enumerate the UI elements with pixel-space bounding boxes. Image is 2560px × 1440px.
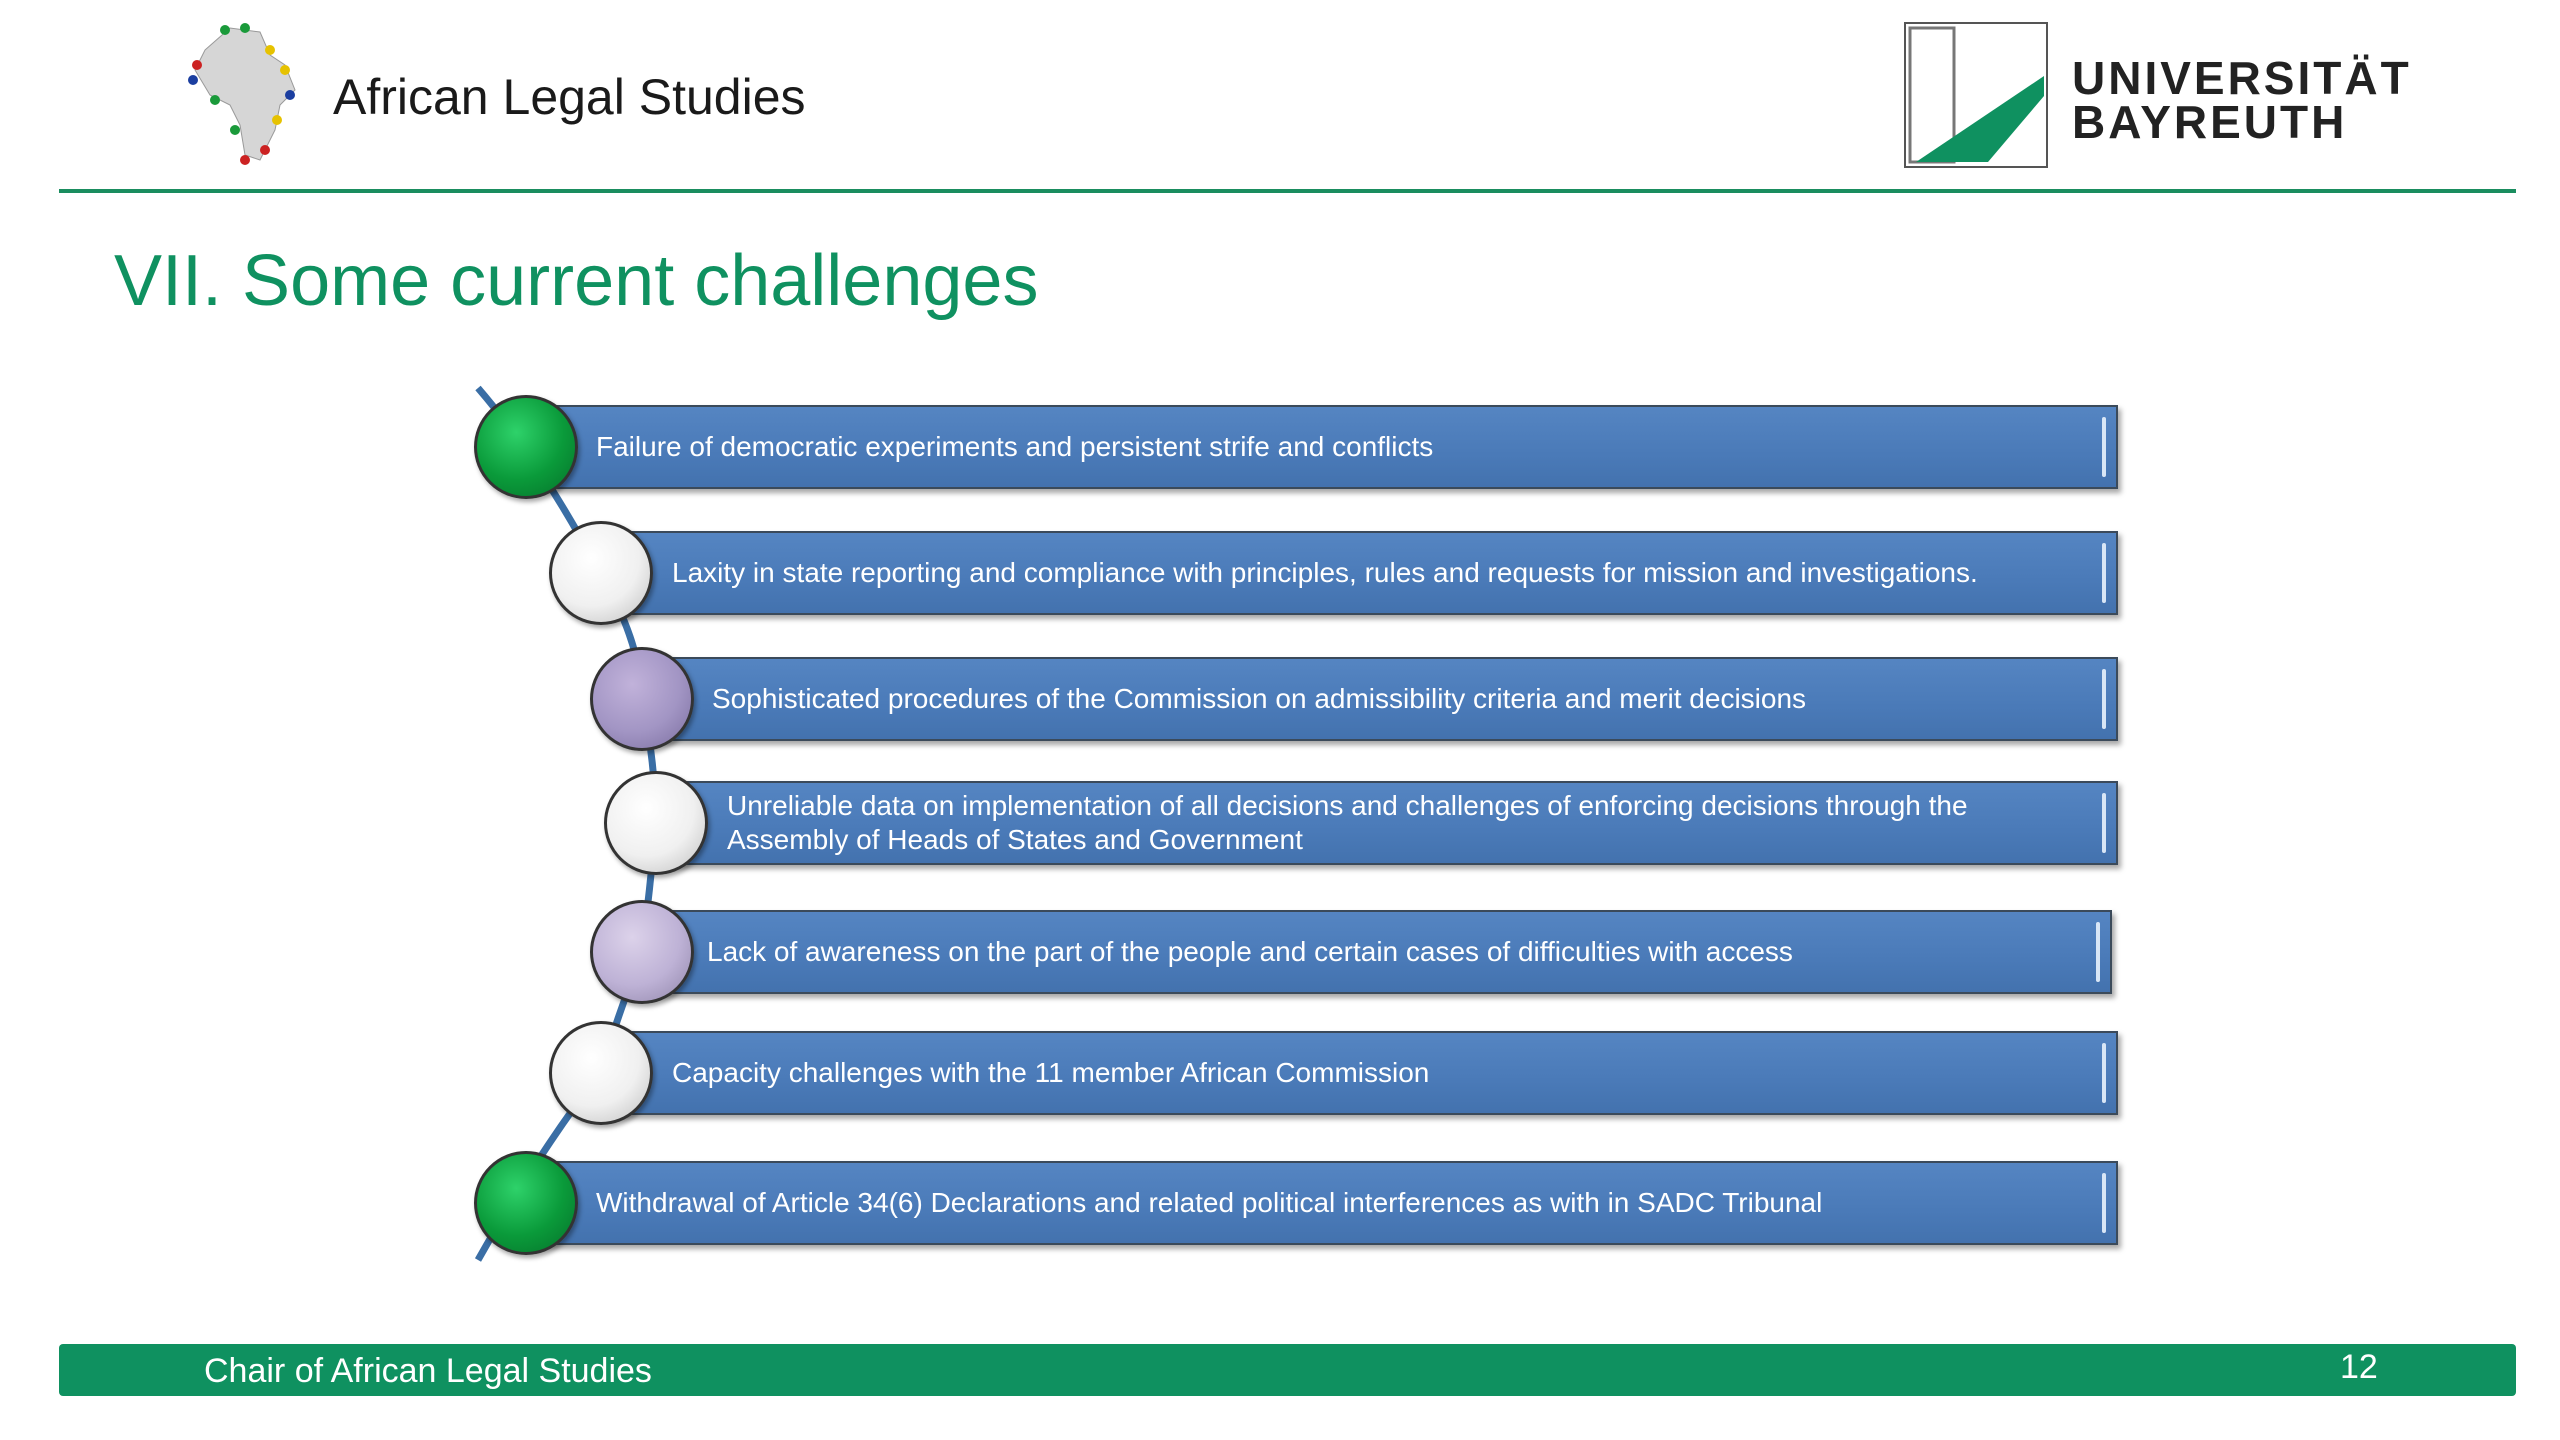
purple-marker-icon	[590, 647, 694, 751]
white-marker-icon	[604, 771, 708, 875]
footer-text: Chair of African Legal Studies	[204, 1352, 652, 1390]
challenge-bar: Unreliable data on implementation of all…	[656, 781, 2118, 865]
header-brand-title: African Legal Studies	[333, 69, 806, 125]
university-logo-mark	[1904, 22, 2048, 168]
challenge-bar: Capacity challenges with the 11 member A…	[601, 1031, 2118, 1115]
green-marker-icon	[474, 1151, 578, 1255]
challenge-text: Failure of democratic experiments and pe…	[596, 431, 1434, 462]
challenge-bar: Laxity in state reporting and compliance…	[601, 531, 2118, 615]
challenge-text: Laxity in state reporting and compliance…	[672, 557, 1978, 588]
challenge-bar: Withdrawal of Article 34(6) Declarations…	[526, 1161, 2118, 1245]
challenge-text: Lack of awareness on the part of the peo…	[707, 936, 1793, 967]
challenge-text: Capacity challenges with the 11 member A…	[672, 1057, 1430, 1088]
footer-bar	[59, 1344, 2516, 1396]
challenge-text: Sophisticated procedures of the Commissi…	[712, 683, 1807, 714]
green-marker-icon	[474, 395, 578, 499]
challenge-text: Withdrawal of Article 34(6) Declarations…	[596, 1187, 1823, 1218]
lilac-marker-icon	[590, 900, 694, 1004]
challenge-text: Unreliable data on implementation of all…	[727, 790, 1968, 855]
page-number: 12	[2340, 1348, 2378, 1386]
challenge-bar: Lack of awareness on the part of the peo…	[642, 910, 2112, 994]
white-marker-icon	[549, 1021, 653, 1125]
white-marker-icon	[549, 521, 653, 625]
slide-title: VII. Some current challenges	[114, 241, 1039, 321]
challenge-bar: Failure of democratic experiments and pe…	[526, 405, 2118, 489]
african-legal-studies-logo	[188, 23, 296, 165]
challenge-bar: Sophisticated procedures of the Commissi…	[642, 657, 2118, 741]
university-logo-line-1: UNIVERSITÄT	[2072, 52, 2412, 104]
university-logo-text: UNIVERSITÄT BAYREUTH	[2072, 52, 2412, 148]
header-divider	[59, 189, 2516, 193]
university-logo-line-2: BAYREUTH	[2072, 96, 2348, 148]
